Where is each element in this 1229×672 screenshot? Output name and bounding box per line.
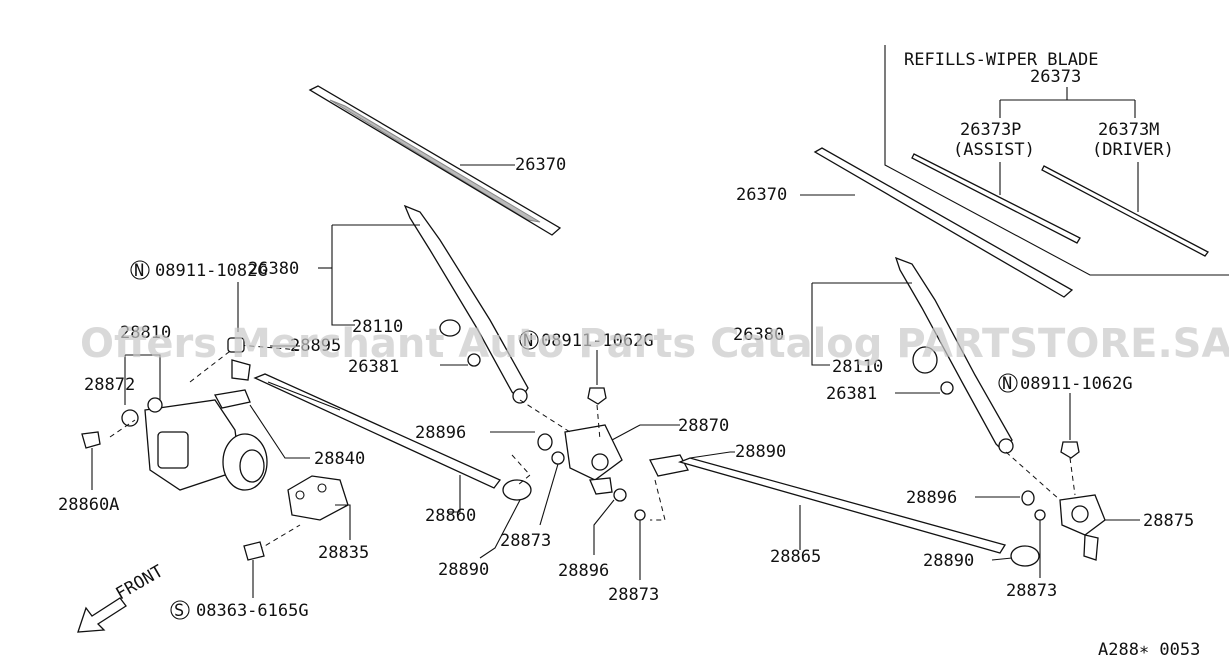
label-seal-set: 28872: [84, 375, 135, 395]
label-bush-center: 28890: [735, 442, 786, 462]
label-link-left: 28860: [425, 506, 476, 526]
refills-code: 26373: [1030, 67, 1081, 87]
figure-code: A288∗ 0053: [1098, 640, 1200, 660]
label-nut-left: 26381: [348, 357, 399, 377]
right-nut-callout: N 08911-1062G: [998, 373, 1133, 459]
label-n-nut-center: 08911-1062G: [541, 331, 654, 351]
label-bracket-hole: 28895: [290, 336, 341, 356]
label-n-bolt-motor: 08911-1082G: [155, 261, 268, 281]
refill-driver-note: (DRIVER): [1092, 140, 1174, 160]
left-blade: 26370: [308, 85, 566, 236]
refills-box: REFILLS-WIPER BLADE 26373 26373P (ASSIST…: [884, 45, 1229, 276]
label-cap-left: 28110: [352, 317, 403, 337]
label-arm-right: 26380: [733, 325, 784, 345]
refill-driver-code: 26373M: [1098, 120, 1159, 140]
label-link-right: 28865: [770, 547, 821, 567]
refill-assist-strip: [911, 153, 1081, 244]
right-pivot: 28875 28896 28873: [906, 451, 1194, 601]
label-bracket: 28835: [318, 543, 369, 563]
label-nut-right: 26381: [826, 384, 877, 404]
label-link-main: 28840: [314, 449, 365, 469]
label-blade-right: 26370: [736, 185, 787, 205]
label-arm-left: 26380: [248, 259, 299, 279]
left-pivot: 28870 28896 28873 28896 28873: [415, 399, 729, 605]
label-spacer-a: 28873: [500, 531, 551, 551]
refill-assist-note: (ASSIST): [953, 140, 1035, 160]
n-symbol-center: N: [523, 331, 533, 351]
label-cap-right: 28110: [832, 357, 883, 377]
left-link: 28860 28890: [253, 373, 532, 580]
refill-assist-code: 26373P: [960, 120, 1021, 140]
label-pivot-right: 28875: [1143, 511, 1194, 531]
right-arm: 26380 28110 26381: [733, 256, 1014, 454]
left-arm: 26380 28110 26381: [248, 204, 529, 404]
right-link: 28890 28865 28890: [649, 442, 1040, 571]
n-symbol-right: N: [1002, 374, 1012, 394]
label-spacer-c: 28873: [1006, 581, 1057, 601]
n-symbol-motor: N: [134, 261, 144, 281]
label-motor: 28810: [120, 323, 171, 343]
label-bolt-motor: 28860A: [58, 495, 119, 515]
front-label: FRONT: [113, 561, 167, 604]
label-pivot-left: 28870: [678, 416, 729, 436]
label-washer-a: 28896: [415, 423, 466, 443]
motor-assembly: N 08911-1082G 28810 28872 28895 28860A 2…: [58, 260, 365, 515]
label-washer-b: 28896: [558, 561, 609, 581]
label-s-screw: 08363-6165G: [196, 601, 309, 621]
label-n-nut-right: 08911-1062G: [1020, 374, 1133, 394]
front-arrow-icon: [77, 597, 127, 633]
refills-title: REFILLS-WIPER BLADE: [904, 50, 1098, 70]
watermark: Offers Merchant Auto Parts Catalog PARTS…: [80, 321, 1229, 367]
center-nut-callout: N 08911-1062G: [519, 330, 654, 405]
s-symbol: S: [174, 601, 184, 621]
right-blade: 26370: [736, 147, 1074, 298]
label-bush-right: 28890: [923, 551, 974, 571]
label-bush-left: 28890: [438, 560, 489, 580]
front-arrow: FRONT: [77, 561, 167, 633]
refill-driver-strip: [1041, 165, 1209, 257]
label-washer-c: 28896: [906, 488, 957, 508]
label-blade-left: 26370: [515, 155, 566, 175]
bracket: 28835 S 08363-6165G: [170, 475, 369, 621]
label-spacer-b: 28873: [608, 585, 659, 605]
